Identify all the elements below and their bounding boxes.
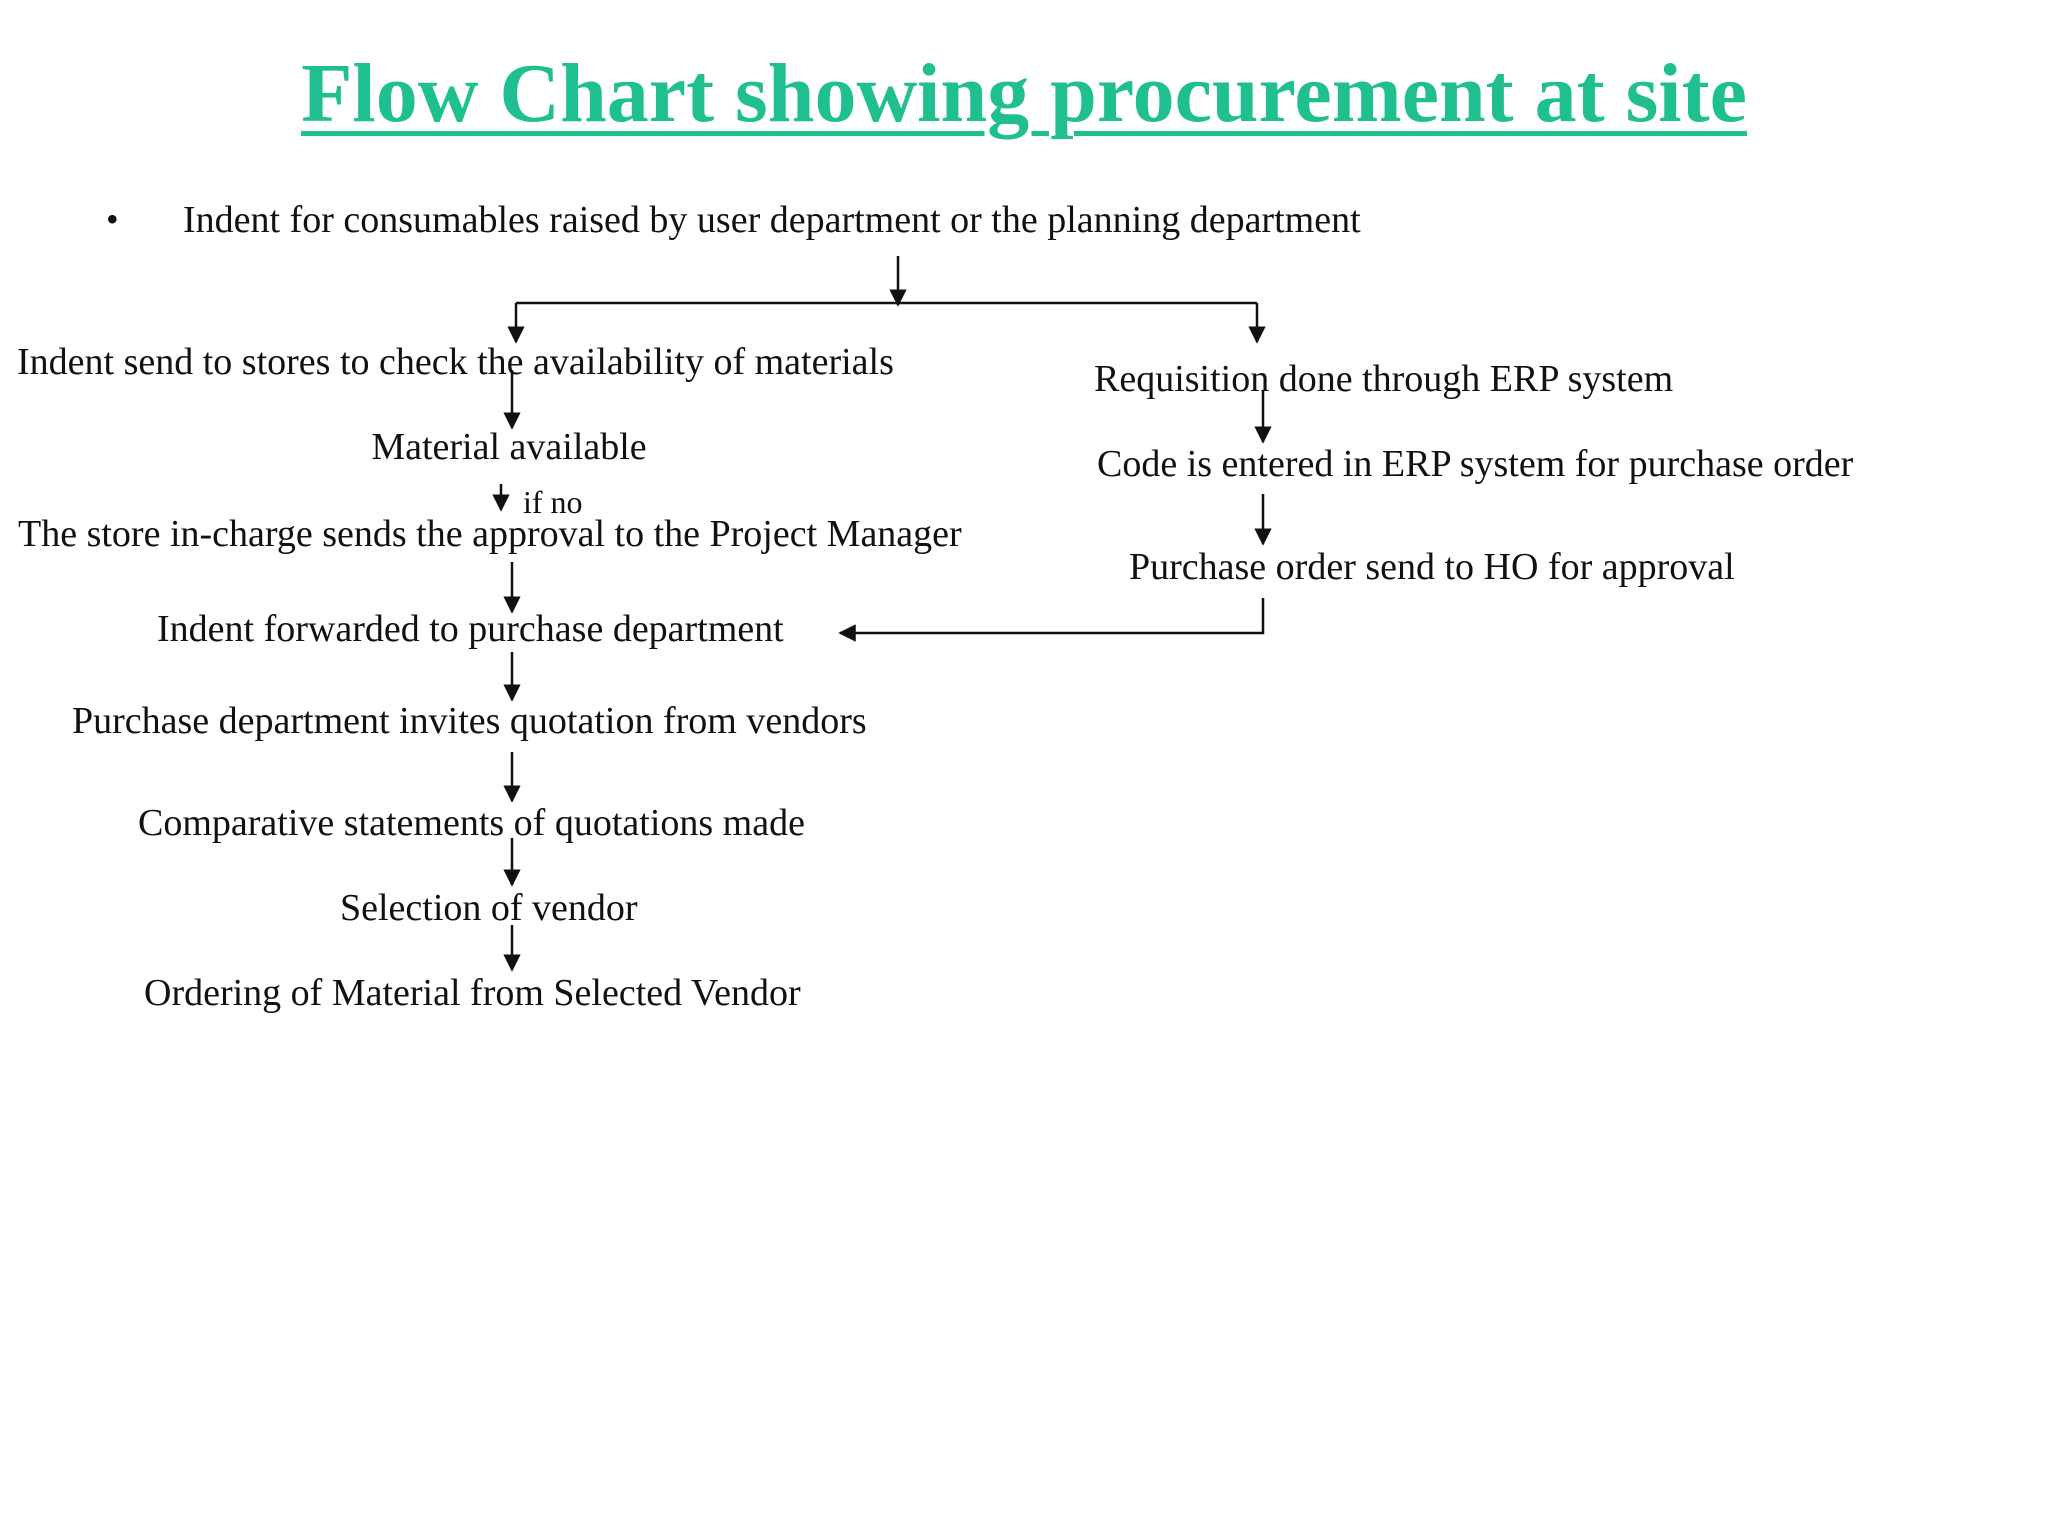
page-title: Flow Chart showing procurement at site xyxy=(301,47,1747,140)
node-material-available: Material available xyxy=(371,426,647,468)
node-indent-forwarded: Indent forwarded to purchase department xyxy=(157,608,784,650)
node-comparative-statements: Comparative statements of quotations mad… xyxy=(138,802,805,844)
connector-po-to-forwarded xyxy=(838,598,1265,642)
node-invites-quotation: Purchase department invites quotation fr… xyxy=(72,700,867,742)
node-po-to-ho: Purchase order send to HO for approval xyxy=(1129,546,1735,588)
node-requisition-erp: Requisition done through ERP system xyxy=(1094,358,1674,400)
label-if-no: if no xyxy=(523,484,583,520)
node-ordering-material: Ordering of Material from Selected Vendo… xyxy=(144,972,801,1014)
node-stores-check: Indent send to stores to check the avail… xyxy=(17,341,894,383)
node-code-entered-erp: Code is entered in ERP system for purcha… xyxy=(1097,443,1854,485)
node-indent-raised: Indent for consumables raised by user de… xyxy=(183,199,1361,241)
node-approval-project-manager: The store in-charge sends the approval t… xyxy=(18,513,962,555)
bullet-icon: • xyxy=(106,199,119,239)
node-selection-of-vendor: Selection of vendor xyxy=(340,887,638,929)
